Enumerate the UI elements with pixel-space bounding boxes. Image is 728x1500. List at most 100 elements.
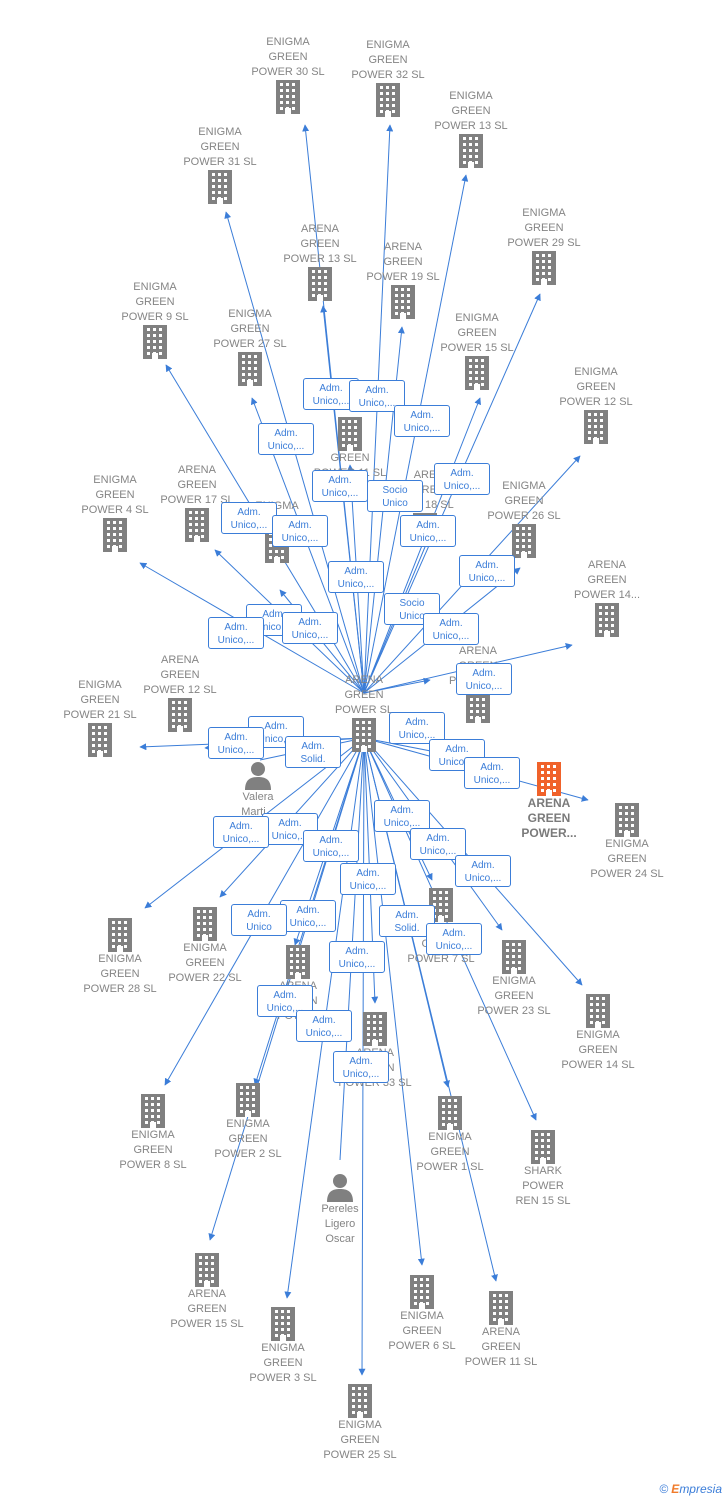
building-icon bbox=[320, 1012, 430, 1046]
building-icon bbox=[469, 524, 579, 558]
node-eg4[interactable]: ENIGMA GREEN POWER 4 SL bbox=[60, 473, 170, 552]
node-label: ENIGMA GREEN POWER 26 SL bbox=[487, 480, 561, 522]
node-label: ENIGMA GREEN POWER 28 SL bbox=[83, 953, 157, 995]
edge-role-label[interactable]: Adm. Unico,... bbox=[423, 613, 479, 645]
edge-role-label[interactable]: Adm. Unico,... bbox=[208, 727, 264, 759]
node-label: ENIGMA GREEN POWER 13 SL bbox=[434, 90, 508, 132]
building-icon bbox=[395, 1096, 505, 1130]
node-valera[interactable]: Valera Marti... bbox=[203, 760, 313, 820]
node-label: SHARK POWER REN 15 SL bbox=[515, 1165, 571, 1207]
node-focus[interactable]: ARENA GREEN POWER... bbox=[494, 762, 604, 841]
edge-role-label[interactable]: Adm. Unico,... bbox=[328, 561, 384, 593]
node-label: ENIGMA GREEN POWER 8 SL bbox=[119, 1129, 187, 1171]
building-icon bbox=[416, 134, 526, 168]
node-label: ENIGMA GREEN POWER 9 SL bbox=[121, 281, 189, 323]
node-eg13[interactable]: ENIGMA GREEN POWER 13 SL bbox=[416, 89, 526, 168]
edge-role-label[interactable]: Adm. Unico,... bbox=[374, 800, 430, 832]
edge-role-label[interactable]: Adm. Solid. bbox=[285, 736, 341, 768]
node-ag11b[interactable]: ARENA GREEN POWER 11 SL bbox=[446, 1291, 556, 1370]
node-eg30[interactable]: ENIGMA GREEN POWER 30 SL bbox=[233, 35, 343, 114]
building-icon bbox=[125, 698, 235, 732]
edge-role-label[interactable]: Adm. Unico,... bbox=[208, 617, 264, 649]
building-icon bbox=[65, 918, 175, 952]
node-eg8[interactable]: ENIGMA GREEN POWER 8 SL bbox=[98, 1094, 208, 1173]
node-eg31[interactable]: ENIGMA GREEN POWER 31 SL bbox=[165, 125, 275, 204]
node-label: ENIGMA GREEN POWER 25 SL bbox=[323, 1419, 397, 1461]
edge-role-label[interactable]: Adm. Unico,... bbox=[312, 470, 368, 502]
edge-role-label[interactable]: Adm. Unico,... bbox=[213, 816, 269, 848]
node-label: Pereles Ligero Oscar bbox=[321, 1203, 359, 1245]
node-label: ENIGMA GREEN POWER 32 SL bbox=[351, 39, 425, 81]
node-eg32[interactable]: ENIGMA GREEN POWER 32 SL bbox=[333, 38, 443, 117]
edge-role-label[interactable]: Adm. Unico,... bbox=[464, 757, 520, 789]
node-center[interactable]: ARENA GREEN POWER SL bbox=[309, 673, 419, 752]
building-icon bbox=[348, 285, 458, 319]
edge-role-label[interactable]: Adm. Unico,... bbox=[221, 502, 277, 534]
node-pereles[interactable]: Pereles Ligero Oscar bbox=[285, 1172, 395, 1247]
edge-role-label[interactable]: Adm. Unico,... bbox=[400, 515, 456, 547]
node-eg1[interactable]: ENIGMA GREEN POWER 1 SL bbox=[395, 1096, 505, 1175]
empresia-footer[interactable]: ©Empresia bbox=[659, 1482, 722, 1496]
edge-role-label[interactable]: Adm. Unico,... bbox=[394, 405, 450, 437]
node-eg9[interactable]: ENIGMA GREEN POWER 9 SL bbox=[100, 280, 210, 359]
edge-role-label[interactable]: Adm. Unico,... bbox=[426, 923, 482, 955]
node-ag2[interactable]: ENIGMA GREEN POWER 2 SL bbox=[193, 1083, 303, 1162]
edge-role-label[interactable]: Adm. Solid. bbox=[379, 905, 435, 937]
edge-role-label[interactable]: Adm. Unico,... bbox=[410, 828, 466, 860]
node-ag11[interactable]: GREEN POWER 11 SL bbox=[295, 417, 405, 481]
person-icon bbox=[203, 760, 313, 790]
edge-arena_r bbox=[363, 677, 431, 694]
node-eg28[interactable]: ENIGMA GREEN POWER 28 SL bbox=[65, 918, 175, 997]
edge-role-label[interactable]: Adm. Unico,... bbox=[272, 515, 328, 547]
node-ag19[interactable]: ARENA GREEN POWER 19 SL bbox=[348, 240, 458, 319]
edge-role-label[interactable]: Adm. Unico,... bbox=[282, 612, 338, 644]
node-shark[interactable]: SHARK POWER REN 15 SL bbox=[488, 1130, 598, 1209]
node-eg21[interactable]: ENIGMA GREEN POWER 21 SL bbox=[45, 678, 155, 757]
edge-role-label[interactable]: Adm. Unico,... bbox=[329, 941, 385, 973]
node-ag14[interactable]: ARENA GREEN POWER 14... bbox=[552, 558, 662, 637]
node-label: ENIGMA GREEN POWER 15 SL bbox=[440, 312, 514, 354]
node-eg22[interactable]: ENIGMA GREEN POWER 22 SL bbox=[150, 907, 260, 986]
edge-role-label[interactable]: Adm. Unico,... bbox=[303, 830, 359, 862]
edge-role-label[interactable]: Socio Unico bbox=[367, 480, 423, 512]
node-label: ARENA GREEN POWER 19 SL bbox=[366, 241, 440, 283]
building-icon bbox=[552, 603, 662, 637]
building-icon bbox=[152, 1253, 262, 1287]
node-eg29[interactable]: ENIGMA GREEN POWER 29 SL bbox=[489, 206, 599, 285]
edge-role-label[interactable]: Adm. Unico,... bbox=[459, 555, 515, 587]
node-label: ENIGMA GREEN POWER 14 SL bbox=[561, 1029, 635, 1071]
node-eg25[interactable]: ENIGMA GREEN POWER 25 SL bbox=[305, 1384, 415, 1463]
node-ag12[interactable]: ARENA GREEN POWER 12 SL bbox=[125, 653, 235, 732]
node-eg14[interactable]: ENIGMA GREEN POWER 14 SL bbox=[543, 994, 653, 1073]
building-icon bbox=[494, 762, 604, 796]
edge-role-label[interactable]: Adm. Unico,... bbox=[333, 1051, 389, 1083]
node-eg3[interactable]: ENIGMA GREEN POWER 3 SL bbox=[228, 1307, 338, 1386]
node-eg15[interactable]: ENIGMA GREEN POWER 15 SL bbox=[422, 311, 532, 390]
edge-role-label[interactable]: Adm. Unico,... bbox=[340, 863, 396, 895]
node-eg23[interactable]: ENIGMA GREEN POWER 23 SL bbox=[459, 940, 569, 1019]
edge-role-label[interactable]: Adm. Unico,... bbox=[349, 380, 405, 412]
building-icon bbox=[233, 80, 343, 114]
node-ag15[interactable]: ARENA GREEN POWER 15 SL bbox=[152, 1253, 262, 1332]
edge-role-label[interactable]: Adm. Unico bbox=[231, 904, 287, 936]
edge-role-label[interactable]: Adm. Unico,... bbox=[389, 712, 445, 744]
edge-role-label[interactable]: Adm. Unico,... bbox=[456, 663, 512, 695]
node-eg26[interactable]: ENIGMA GREEN POWER 26 SL bbox=[469, 479, 579, 558]
node-eg24[interactable]: ENIGMA GREEN POWER 24 SL bbox=[572, 803, 682, 882]
edge-role-label[interactable]: Adm. Unico,... bbox=[434, 463, 490, 495]
node-ag13[interactable]: ARENA GREEN POWER 13 SL bbox=[265, 222, 375, 301]
edge-role-label[interactable]: Socio Unico bbox=[384, 593, 440, 625]
node-eg6[interactable]: ENIGMA GREEN POWER 6 SL bbox=[367, 1275, 477, 1354]
person-icon bbox=[285, 1172, 395, 1202]
edge-role-label[interactable]: Adm. Unico,... bbox=[280, 900, 336, 932]
edge-role-label[interactable]: Adm. Unico,... bbox=[296, 1010, 352, 1042]
building-icon bbox=[459, 940, 569, 974]
edge-role-label[interactable]: Adm. Unico,... bbox=[455, 855, 511, 887]
node-label: ARENA GREEN POWER SL bbox=[334, 674, 394, 716]
building-icon bbox=[295, 417, 405, 451]
node-eg27[interactable]: ENIGMA GREEN POWER 27 SL bbox=[195, 307, 305, 386]
edge-role-label[interactable]: Adm. Unico,... bbox=[258, 423, 314, 455]
building-icon bbox=[543, 994, 653, 1028]
building-icon bbox=[541, 410, 651, 444]
node-eg12[interactable]: ENIGMA GREEN POWER 12 SL bbox=[541, 365, 651, 444]
